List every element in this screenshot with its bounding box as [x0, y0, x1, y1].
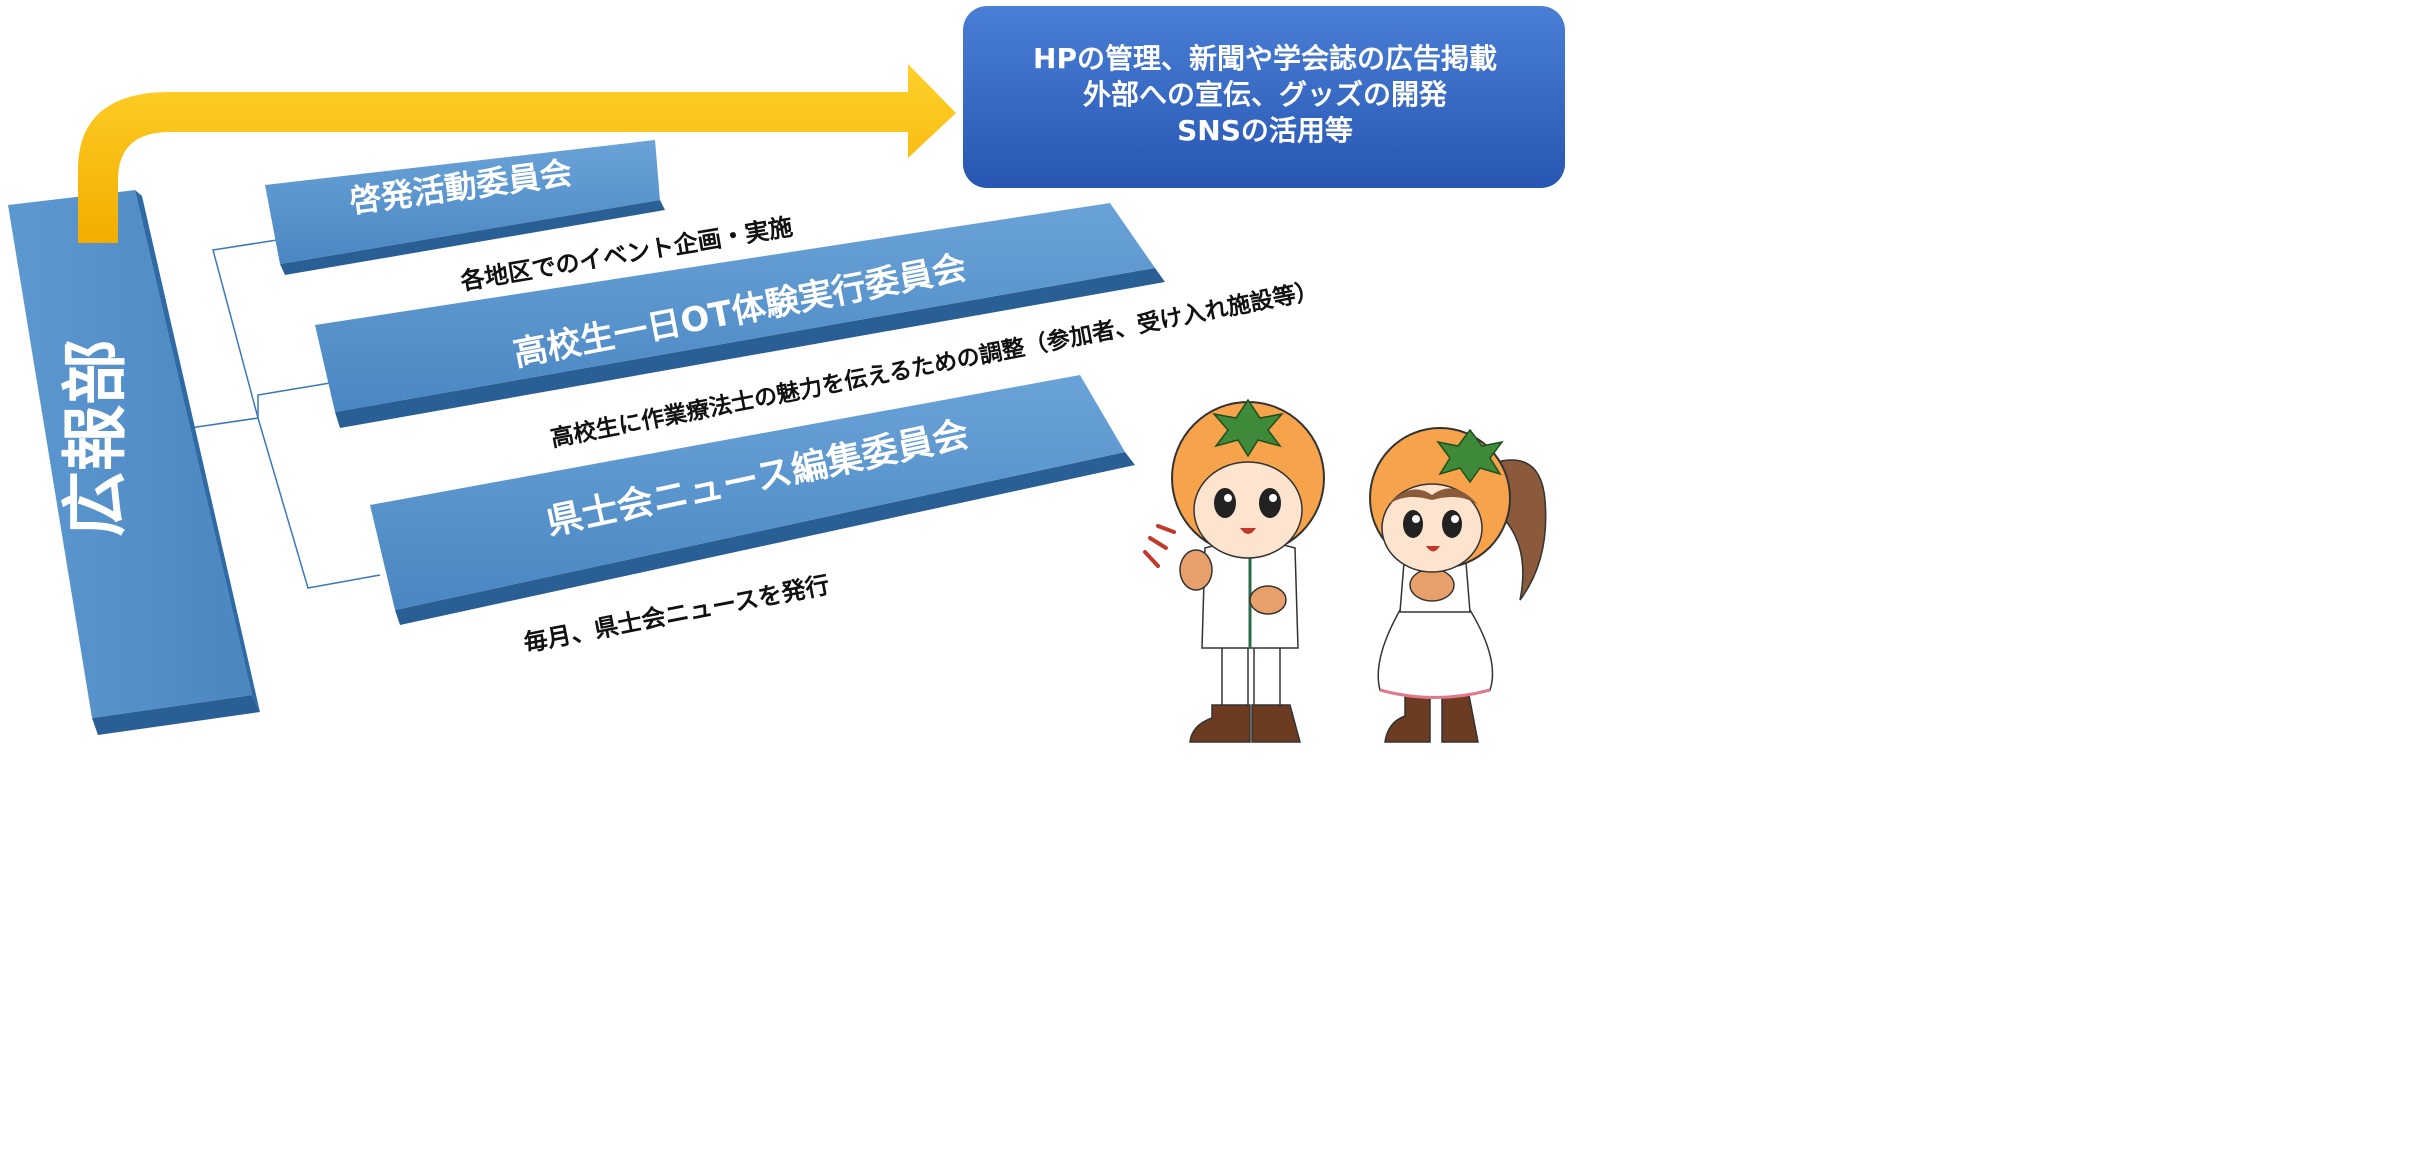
- connector-lines: [189, 239, 381, 589]
- info-box: HPの管理、新聞や学会誌の広告掲載 外部への宣伝、グッズの開発 SNSの活用等: [963, 6, 1565, 188]
- boy-mascot-leg-right: [1253, 639, 1281, 711]
- info-box-line-3: SNSの活用等: [1177, 114, 1353, 147]
- girl-mascot-leaf: [1436, 428, 1504, 484]
- committee-plank-3-side: [395, 452, 1135, 625]
- girl-mascot-skirt-trim: [1379, 688, 1491, 699]
- department-label: 広報部: [57, 339, 134, 537]
- girl-mascot-mouth: [1426, 546, 1440, 552]
- boy-mascot-leaf: [1212, 398, 1284, 458]
- boy-mascot-hand-left: [1179, 549, 1213, 591]
- boy-mascot-leg-left: [1221, 639, 1249, 711]
- committee-plank-1-face: [265, 140, 660, 264]
- boy-mascot-illustration: [1143, 398, 1325, 743]
- connector-trunk: [189, 417, 259, 429]
- girl-mascot-boot-left: [1384, 689, 1431, 743]
- department-plank-edge: [135, 190, 260, 712]
- flow-arrow: [78, 64, 956, 243]
- boy-mascot-excitement-marks: [1143, 524, 1176, 568]
- boy-mascot-hand-right: [1249, 585, 1287, 615]
- boy-mascot-boot-right: [1251, 704, 1301, 743]
- committee-plank-1: 啓発活動委員会: [265, 140, 665, 275]
- boy-mascot-eye-shine-right: [1269, 494, 1277, 502]
- girl-mascot-eye-left: [1403, 510, 1423, 538]
- connector-branch-2: [257, 382, 331, 418]
- boy-mascot-eye-left: [1214, 488, 1236, 518]
- flow-arrow-shaft: [78, 64, 956, 243]
- department-plank: 広報部: [8, 190, 260, 735]
- girl-mascot-bangs: [1388, 488, 1478, 505]
- info-box-shape: [963, 6, 1565, 188]
- connector-branch-1: [212, 239, 278, 419]
- girl-mascot-eye-shine-left: [1412, 515, 1420, 523]
- boy-mascot-boot-left: [1189, 704, 1251, 743]
- committee-plank-2-side: [335, 268, 1165, 428]
- committee-plank-3-face: [370, 375, 1125, 610]
- organization-diagram: 広報部 HPの管理、新聞や学会誌の広告掲載 外部への宣伝、グッズの開発 SNSの…: [8, 6, 1565, 743]
- girl-mascot-skirt: [1377, 609, 1494, 699]
- department-plank-side: [92, 695, 260, 735]
- info-box-line-1: HPの管理、新聞や学会誌の広告掲載: [1033, 42, 1497, 75]
- girl-mascot-hands: [1409, 568, 1455, 602]
- boy-mascot-face: [1193, 461, 1303, 559]
- boy-mascot-eye-right: [1259, 488, 1281, 518]
- committee-plank-1-side: [280, 200, 665, 275]
- connector-branch-3: [257, 417, 381, 589]
- girl-mascot-eye-right: [1442, 510, 1462, 538]
- info-box-line-2: 外部への宣伝、グッズの開発: [1083, 78, 1448, 111]
- girl-mascot-face: [1381, 483, 1483, 573]
- girl-mascot-illustration: [1369, 427, 1547, 743]
- boy-mascot-mouth: [1240, 528, 1256, 534]
- committee-plank-2-face: [315, 203, 1155, 412]
- girl-mascot-eye-shine-right: [1451, 515, 1459, 523]
- committee-plank-2: 高校生一日OT体験実行委員会: [315, 203, 1165, 428]
- department-plank-face: [8, 190, 252, 718]
- boy-mascot-eye-shine-left: [1224, 494, 1232, 502]
